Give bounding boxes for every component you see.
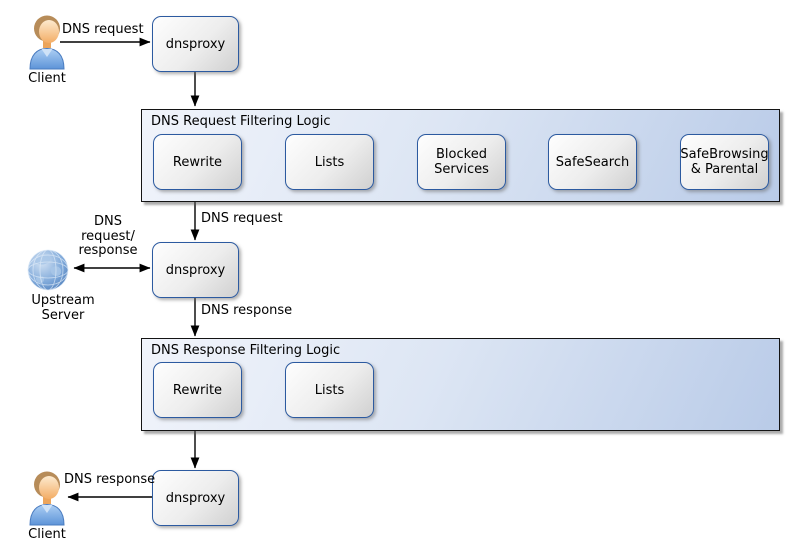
upstream-server-label: Upstream Server (31, 293, 95, 323)
step-safebrowsing-parental: SafeBrowsing & Parental (680, 134, 769, 190)
request-filtering-title: DNS Request Filtering Logic (151, 114, 331, 129)
response-filtering-title: DNS Response Filtering Logic (151, 343, 341, 358)
step-safesearch: SafeSearch (548, 134, 637, 190)
client-person-icon (28, 12, 66, 74)
client-person-icon-bottom (28, 468, 66, 530)
upstream-server-globe-icon (26, 248, 70, 296)
edge-label-dns-request-mid: DNS request (201, 211, 283, 226)
edge-label-dns-request-top: DNS request (62, 22, 144, 37)
step-lists: Lists (285, 134, 374, 190)
dnsproxy-node-bottom: dnsproxy (152, 470, 239, 526)
step-rewrite: Rewrite (153, 134, 242, 190)
step-rewrite-response: Rewrite (153, 362, 242, 418)
client-label-top: Client (28, 71, 66, 86)
dnsproxy-node-middle: dnsproxy (152, 242, 239, 298)
step-blocked-services: Blocked Services (417, 134, 506, 190)
edge-label-upstream: DNS request/ response (78, 214, 138, 258)
step-lists-response: Lists (285, 362, 374, 418)
dnsproxy-node-top: dnsproxy (152, 16, 239, 72)
edge-label-dns-response-bottom: DNS response (64, 472, 156, 487)
client-label-bottom: Client (28, 527, 66, 542)
edge-label-dns-response-mid: DNS response (201, 303, 293, 318)
response-filtering-container: DNS Response Filtering Logic (141, 338, 780, 431)
